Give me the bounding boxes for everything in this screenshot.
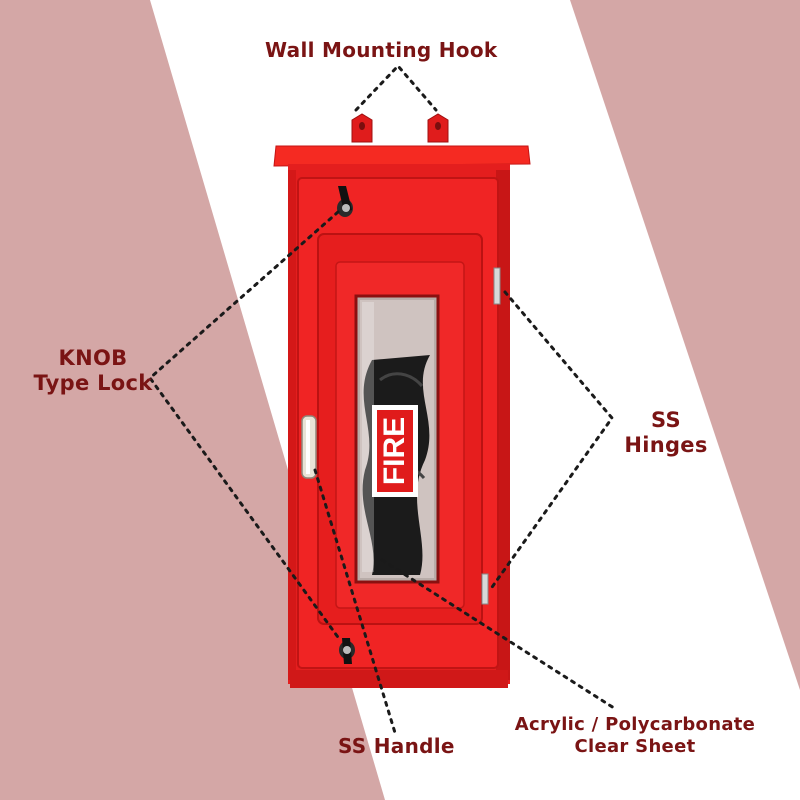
ss-handle-label: SS Handle xyxy=(338,734,455,758)
callout-knob-type-lock: KNOB Type Lock xyxy=(30,346,156,396)
clear-sheet-label-line1: Acrylic / Polycarbonate xyxy=(514,714,756,735)
hinges-label-line2: Hinges xyxy=(624,433,708,458)
knob-label-line1: KNOB xyxy=(58,346,128,370)
hinges-label-line1: SS xyxy=(651,408,681,432)
callout-clear-sheet: Acrylic / Polycarbonate Clear Sheet xyxy=(510,714,760,757)
callout-ss-hinges: SS Hinges xyxy=(616,408,716,458)
clear-sheet-label-line2: Clear Sheet xyxy=(574,735,696,757)
knob-label-line2: Type Lock xyxy=(33,371,153,396)
callout-ss-handle: SS Handle xyxy=(338,734,455,758)
wall-mounting-hook-label: Wall Mounting Hook xyxy=(265,38,498,62)
callout-wall-mounting-hook: Wall Mounting Hook xyxy=(265,38,498,62)
